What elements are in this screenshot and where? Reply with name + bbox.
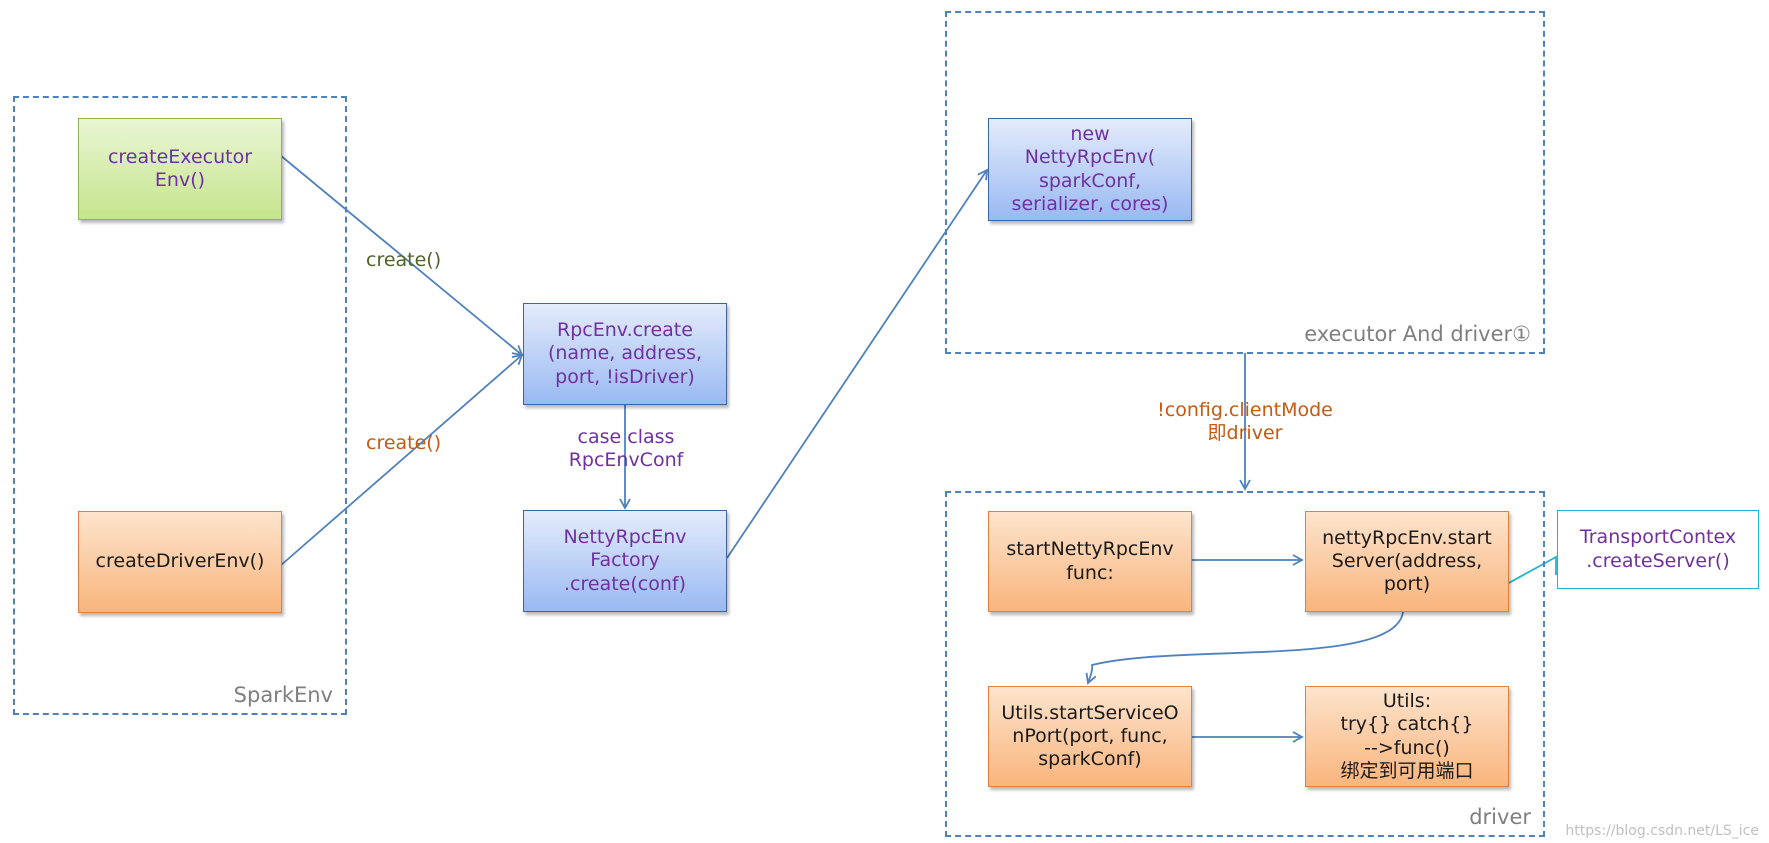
- node-new-netty-rpc-env: new NettyRpcEnv( sparkConf, serializer, …: [988, 118, 1192, 221]
- node-rpcenv-create: RpcEnv.create (name, address, port, !isD…: [523, 303, 727, 405]
- region-sparkenv: SparkEnv: [13, 96, 347, 715]
- callout-pointer: [1506, 555, 1557, 585]
- edge-driver-to-rpcenv: [279, 353, 524, 567]
- region-label-executor-and-driver: executor And driver①: [1304, 322, 1531, 346]
- edge-executor-to-rpcenv: [279, 154, 524, 357]
- region-label-driver: driver: [1469, 805, 1531, 829]
- edge-label-create-top: create(): [366, 249, 442, 271]
- node-start-service-on-port: Utils.startServiceO nPort(port, func, sp…: [988, 686, 1192, 787]
- watermark: https://blog.csdn.net/LS_ice: [1565, 823, 1759, 839]
- callout-transport-context: TransportContex .createServer(): [1557, 510, 1759, 589]
- edge-label-client-mode: !config.clientMode 即driver: [1157, 399, 1333, 444]
- node-netty-rpc-env-factory: NettyRpcEnv Factory .create(conf): [523, 510, 727, 612]
- node-netty-start-server: nettyRpcEnv.start Server(address, port): [1305, 511, 1509, 612]
- region-label-sparkenv: SparkEnv: [233, 683, 333, 707]
- edge-factory-to-new-netty: [726, 168, 989, 559]
- region-driver: driver: [945, 491, 1545, 837]
- edge-label-create-bottom: create(): [366, 432, 442, 454]
- edge-start-server-to-start-service: [1085, 611, 1404, 685]
- node-create-driver-env: createDriverEnv(): [78, 511, 282, 613]
- edge-label-case-class: case class RpcEnvConf: [568, 426, 684, 471]
- node-create-executor-env: createExecutor Env(): [78, 118, 282, 220]
- node-start-netty-rpc-env: startNettyRpcEnv func:: [988, 511, 1192, 612]
- node-utils-try-catch: Utils: try{} catch{} -->func() 绑定到可用端口: [1305, 686, 1509, 787]
- region-executor-and-driver: executor And driver①: [945, 11, 1545, 354]
